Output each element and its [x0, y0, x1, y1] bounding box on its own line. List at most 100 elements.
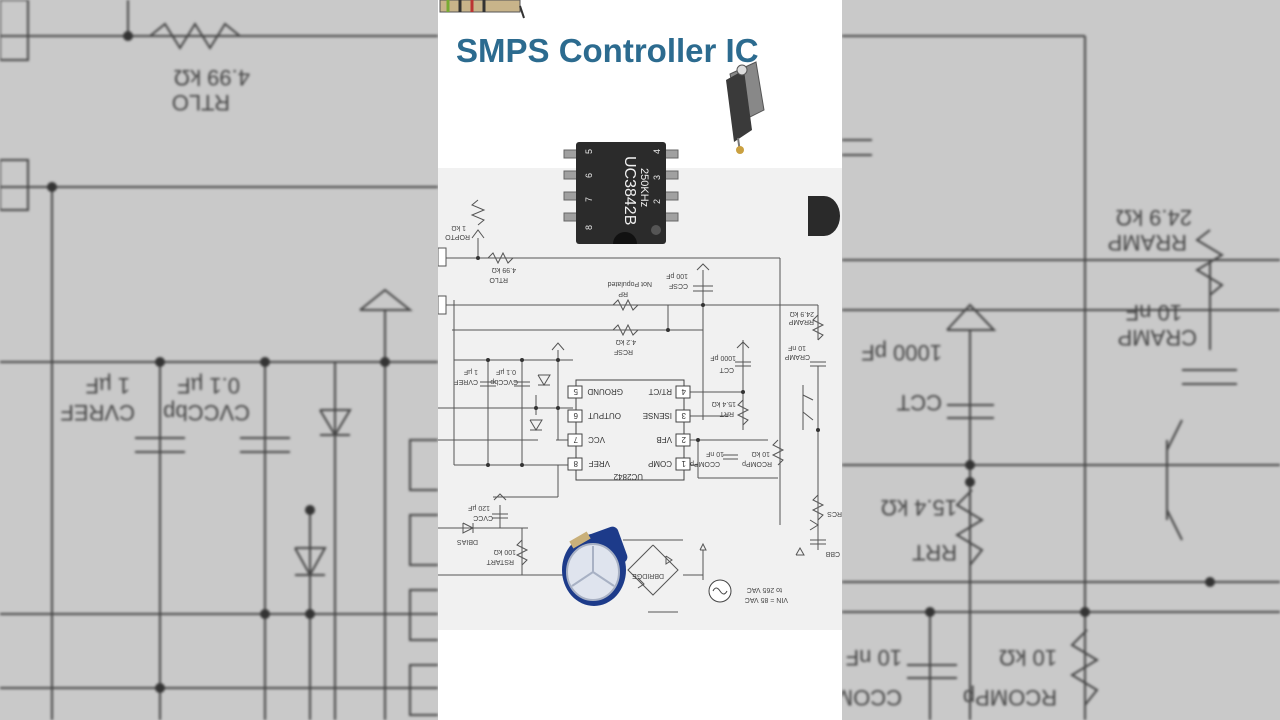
junction-dots [476, 256, 820, 467]
label-ccsf: CCSF [669, 282, 688, 289]
label-vin: VIN = 85 VAC [745, 596, 788, 603]
label-vin2: to 265 VAC [747, 586, 782, 593]
label-ccsf-val: 100 pF [666, 272, 688, 279]
center-panel: SMPS Controller IC [438, 0, 842, 720]
ic-right-name-0: RT/CT [648, 387, 672, 396]
label-rcomp-val: 10 kΩ [752, 450, 770, 457]
label-ccomp-val: 10 nF [706, 450, 724, 457]
ic-right-name-1: ISENSE [643, 411, 672, 420]
label-dbias: DBIAS [457, 538, 478, 545]
background-right-schematic: RRAMP 24.9 kΩ CRAMP 10 nF CCT 1000 pF RR… [842, 35, 1280, 720]
bg-label-ccomp-val: 10 nF [846, 645, 902, 670]
chip-pin-top-3: 8 [584, 225, 594, 230]
label-cvref: CVREF [454, 378, 478, 385]
schematic-panel [438, 168, 842, 630]
left-edge-connectors [438, 247, 447, 315]
label-rramp-val: 24.9 kΩ [790, 310, 814, 317]
ic-left-name-0: GROUND [587, 387, 623, 396]
chip-part-number: UC3842B [621, 156, 638, 225]
electrolytic-capacitor [562, 526, 628, 606]
label-ccomp: CCOMPp [690, 460, 720, 467]
bg-label-rramp: RRAMP [1108, 230, 1187, 255]
ic-left-pin-3: 8 [573, 459, 578, 468]
page-title: SMPS Controller IC [456, 32, 759, 69]
label-cramp: CRAMP [784, 353, 810, 360]
ic-pin-numbers: 5 6 7 8 4 3 2 1 [573, 387, 686, 468]
label-cvcc-val: 120 µF [468, 504, 490, 511]
ic-label: UC2842 [613, 472, 643, 481]
to92-transistor [808, 196, 840, 236]
label-cbb: CBB [825, 550, 840, 557]
component-labels: ROPTO 1 kΩ 4.99 kΩ RTLO 100 pF CCSF Not … [445, 224, 842, 603]
ic-left-pin-0: 5 [573, 387, 578, 396]
ic-right-name-3: COMP [648, 459, 672, 468]
label-rcsf: RCSF [614, 348, 633, 355]
schematic-diagram: 5 6 7 8 4 3 2 UC3842B 250KHz [438, 0, 842, 613]
label-cramp-val: 10 nF [788, 344, 806, 351]
bg-label-rcomp: RCOMPp [963, 685, 1057, 710]
label-cvccbp: CVCCbp [490, 378, 518, 385]
label-cvcc: CVCC [473, 514, 493, 521]
bg-label-rramp-val: 24.9 kΩ [1116, 205, 1192, 230]
label-rrt-val: 15.4 kΩ [712, 400, 736, 407]
label-dbridge: DBRIDGE [632, 572, 664, 579]
ic-pin-names: GROUND OUTPUT VCC VREF RT/CT ISENSE VFB … [587, 387, 672, 481]
bg-label-cramp: CRAMP [1118, 325, 1197, 350]
to220-transistor [726, 61, 765, 154]
ic-pin-boxes [567, 385, 691, 471]
ic-right-pin-3: 1 [681, 459, 686, 468]
bg-label-cramp-val: 10 nF [1126, 300, 1182, 325]
chip-pin-bottom-2: 2 [652, 199, 662, 204]
label-rp: RP [618, 290, 628, 297]
label-cct-val: 1000 pF [710, 354, 736, 361]
bg-label-rrt-val: 15.4 kΩ [881, 495, 957, 520]
chip-pin-bottom-1: 3 [652, 175, 662, 180]
bg-label-rtlo-val: 4.99 kΩ [174, 65, 250, 90]
bg-label-cct-val: 1000 pF [861, 340, 942, 365]
label-rcomp: RCOMPp [742, 460, 772, 467]
ic-right-pin-1: 3 [681, 411, 686, 420]
ic-left-pin-2: 7 [573, 435, 578, 444]
background-right-panel: RRAMP 24.9 kΩ CRAMP 10 nF CCT 1000 pF RR… [842, 0, 1280, 720]
bg-label-ccomp: CCOMPp [842, 685, 902, 710]
chip-frequency: 250KHz [638, 168, 650, 207]
chip-pin-bottom-0: 4 [652, 149, 662, 154]
label-rstart-val: 100 kΩ [494, 548, 516, 555]
chip-pin-top-1: 6 [584, 173, 594, 178]
label-cvref-val: 1 µF [464, 368, 478, 375]
ic-left-name-3: VREF [589, 459, 610, 468]
ic-left-name-2: VCC [588, 435, 605, 444]
ic-left-pin-1: 6 [573, 411, 578, 420]
bottom-area [438, 630, 842, 720]
schematic-wires [438, 199, 826, 613]
label-cvccbp-val: 0.1 µF [496, 368, 516, 375]
label-rcs: RCS [827, 510, 842, 517]
bg-label-cvref-val: 1 µF [86, 373, 130, 398]
label-rcsf-val: 4.2 kΩ [616, 338, 636, 345]
label-ropto: ROPTO [445, 233, 470, 240]
bg-label-rcomp-val: 10 kΩ [999, 645, 1057, 670]
ic-body [575, 379, 685, 481]
bg-label-cvref: CVREF [60, 400, 135, 425]
bg-label-rtlo: RTLO [172, 90, 230, 115]
bg-label-cvccbp-val: 0.1 µF [177, 373, 240, 398]
chip-pin-top-2: 7 [584, 197, 594, 202]
label-rtlo-val: 4.99 kΩ [492, 266, 516, 273]
label-rstart: RSTART [486, 558, 514, 565]
label-rtlo: RTLO [489, 276, 508, 283]
label-rrt: RRT [719, 410, 734, 417]
ic-right-pin-2: 2 [681, 435, 686, 444]
label-rramp: RRAMP [788, 318, 814, 325]
label-not-populated: Not Populated [608, 280, 652, 287]
label-ropto-val: 1 kΩ [451, 224, 466, 231]
ac-source-symbol [708, 579, 732, 603]
ic-left-name-1: OUTPUT [588, 411, 621, 420]
chip-pin-top-0: 5 [584, 149, 594, 154]
bg-label-rrt: RRT [912, 540, 957, 565]
label-cct: CCT [719, 366, 734, 373]
background-left-schematic: RTLO 4.99 kΩ CVREF 1 µF CVCCbp 0.1 µF [0, 0, 438, 720]
background-left-panel: RTLO 4.99 kΩ CVREF 1 µF CVCCbp 0.1 µF [0, 0, 438, 720]
ic-right-name-2: VFB [656, 435, 672, 444]
ic-right-pin-0: 4 [681, 387, 686, 396]
top-resistor-fragment [439, 0, 525, 19]
